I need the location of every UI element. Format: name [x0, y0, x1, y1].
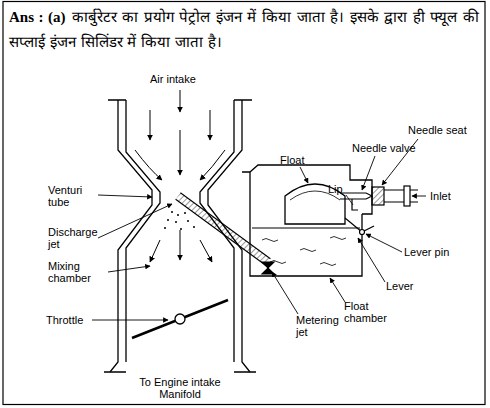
part-label: Lip [328, 183, 348, 195]
part-label: Discharge jet [48, 226, 100, 250]
part-label: Throttle [46, 314, 106, 326]
part-label: Mixing chamber [48, 260, 108, 284]
part-label: To Engine intake Manifold [118, 376, 242, 400]
fuel-spray [164, 211, 195, 230]
part-label: Float chamber [344, 300, 394, 324]
part-label: Air intake [150, 73, 220, 85]
part-label: Venturi tube [48, 184, 98, 208]
answer-marker: Ans : (a) [9, 9, 66, 25]
part-label: Needle seat [408, 124, 480, 136]
part-label: Needle valve [352, 142, 432, 154]
needle-seat-inlet [372, 186, 418, 206]
answer-text: Ans : (a)कार्बुरेटर का प्रयोग पेट्रोल इं… [9, 5, 479, 55]
needle-valve [340, 193, 374, 235]
throttle-valve [132, 300, 228, 338]
discharge-pipe [176, 193, 271, 265]
frame-border [3, 2, 485, 405]
part-label: Float [280, 154, 320, 166]
part-label: Inlet [430, 190, 470, 202]
answer-sentence: कार्बुरेटर का प्रयोग पेट्रोल इंजन में कि… [9, 8, 479, 51]
float-chamber [242, 165, 372, 276]
leader-lines [92, 139, 426, 320]
air-flow-arrows [135, 90, 225, 262]
part-label: Metering jet [296, 314, 346, 338]
part-label: Lever pin [404, 246, 474, 258]
part-label: Lever [386, 280, 436, 292]
